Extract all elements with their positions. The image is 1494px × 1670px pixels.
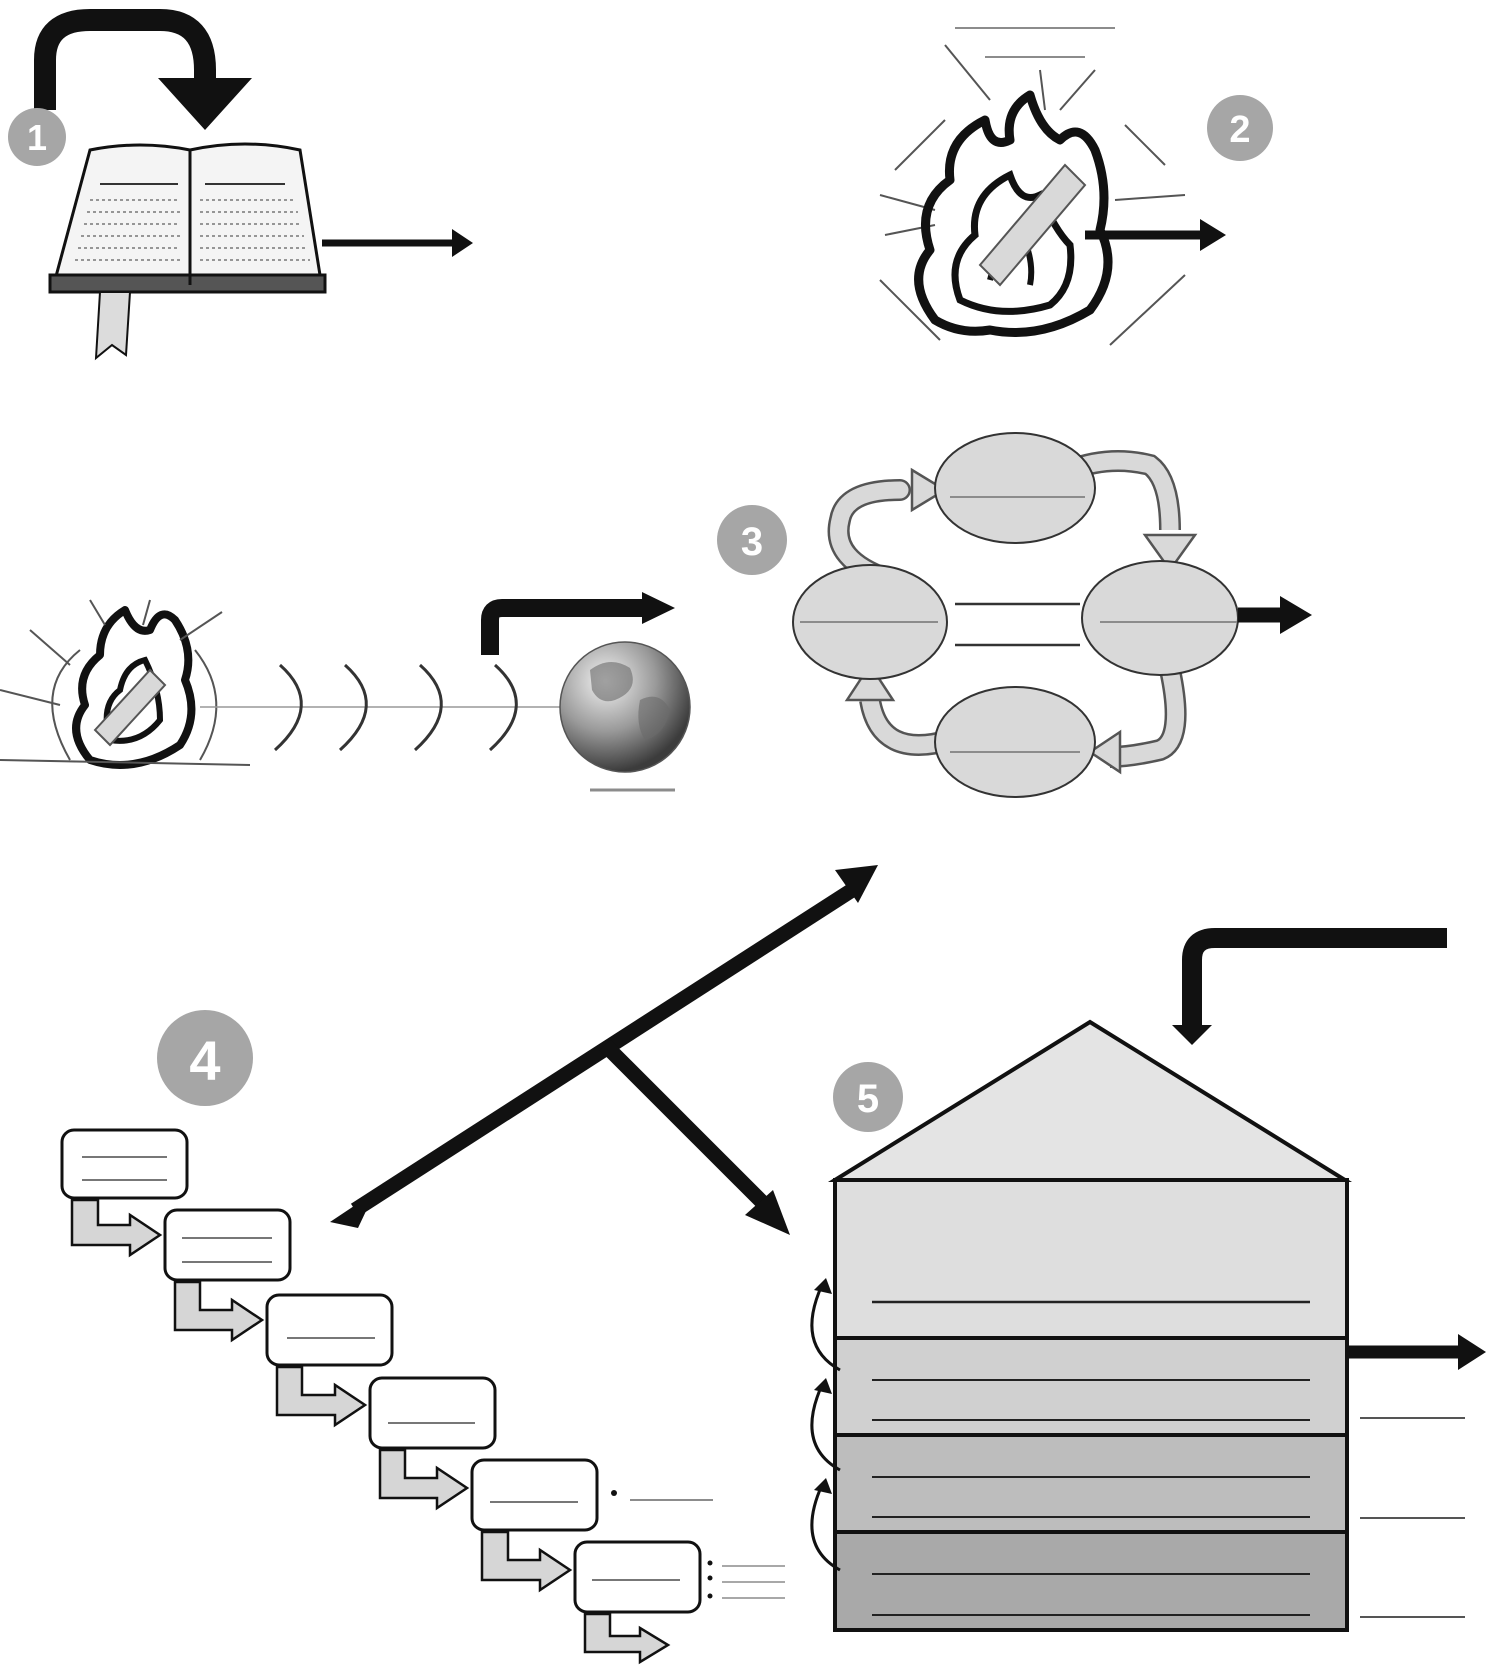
badge-5: 5 [833,1062,903,1132]
fire-icon-small [72,606,196,769]
house-floor-4 [833,1530,1349,1632]
badge-4: 4 [157,1010,253,1106]
section-3-cycle: 3 [717,432,1312,798]
badge-1: 1 [8,108,66,166]
cycle-oval-right [1081,560,1239,676]
book-icon [48,142,327,361]
branching-arrows [330,865,878,1235]
section-1-book: 1 [8,8,473,361]
bent-arrow-house [1182,928,1447,1030]
curved-arrow-1-head [158,78,252,130]
earth-globe-icon [559,641,691,773]
section-4-staircase: 4 [60,1010,785,1665]
cycle-diagram [792,432,1239,798]
svg-text:1: 1 [27,117,47,158]
section-fire-to-earth [0,592,691,792]
house-floor-1 [833,1178,1349,1340]
house-roof [827,1019,1353,1182]
svg-text:3: 3 [741,520,763,564]
cycle-oval-top [934,432,1096,544]
cycle-oval-bottom [934,686,1096,798]
house-floor-3 [833,1433,1349,1534]
section-5-house: 5 [810,928,1486,1632]
badge-3: 3 [717,505,787,575]
staircase-diagram [60,1128,785,1665]
svg-text:5: 5 [857,1077,879,1121]
svg-text:4: 4 [189,1029,220,1092]
svg-text:2: 2 [1229,109,1250,151]
bent-arrow-earth [481,599,645,655]
section-2-fire: 2 [879,27,1273,346]
house-diagram [810,1019,1353,1632]
fire-icon [914,90,1113,337]
curved-arrow-1 [34,8,216,110]
badge-2: 2 [1207,95,1273,161]
